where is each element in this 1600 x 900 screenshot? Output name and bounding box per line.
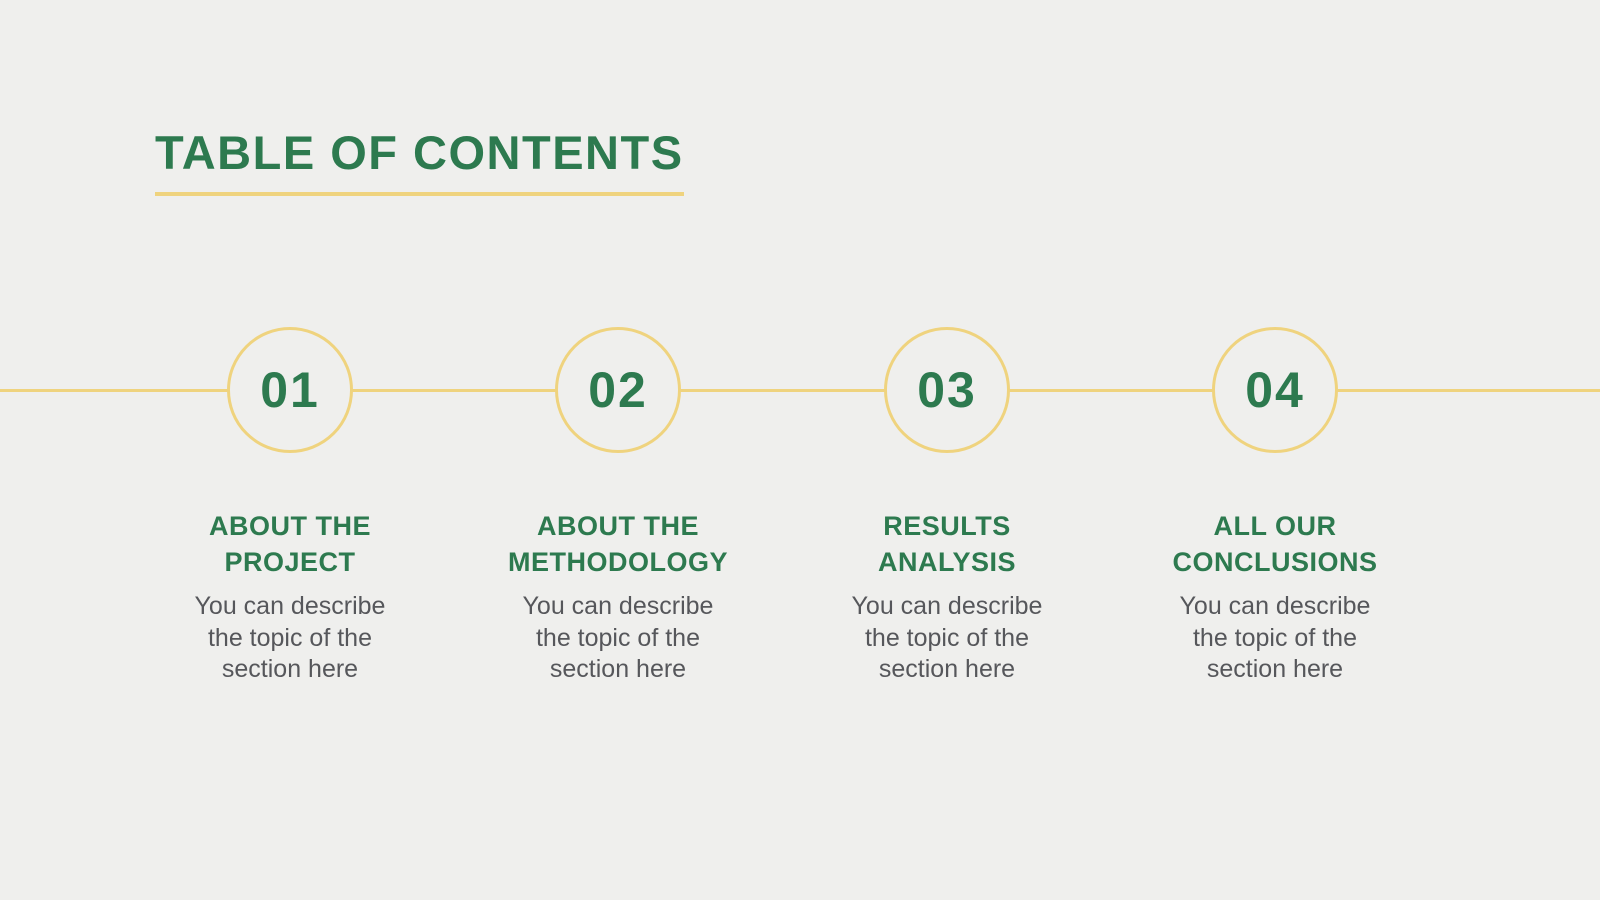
section-1-desc-line-1: You can describe — [194, 591, 386, 620]
section-1-desc-line-2: the topic of the — [207, 623, 372, 652]
section-1-title: ABOUT THE PROJECT — [140, 508, 440, 581]
section-2-desc-line-2: the topic of the — [535, 623, 700, 652]
section-2-title: ABOUT THE METHODOLOGY — [468, 508, 768, 581]
section-2-title-line-1: ABOUT THE — [537, 511, 699, 541]
section-3-desc-line-1: You can describe — [851, 591, 1043, 620]
section-1-number: 01 — [260, 362, 320, 418]
section-3-title: RESULTS ANALYSIS — [797, 508, 1097, 581]
section-2-description: You can describe the topic of the sectio… — [468, 591, 768, 686]
section-4-desc-line-1: You can describe — [1179, 591, 1371, 620]
section-column-3: 03 RESULTS ANALYSIS You can describe the… — [797, 327, 1097, 686]
section-2-desc-line-3: section here — [549, 655, 687, 684]
section-2-circle: 02 — [555, 327, 681, 453]
section-3-number: 03 — [917, 362, 977, 418]
section-1-title-line-2: PROJECT — [224, 547, 356, 578]
section-3-description: You can describe the topic of the sectio… — [797, 591, 1097, 686]
section-3-circle: 03 — [884, 327, 1010, 453]
section-2-desc-line-1: You can describe — [522, 591, 714, 620]
section-4-number: 04 — [1245, 362, 1305, 418]
section-2-title-line-2: METHODOLOGY — [508, 547, 728, 578]
section-3-title-line-1: RESULTS — [883, 511, 1011, 541]
section-3-desc-line-3: section here — [878, 655, 1016, 684]
section-column-2: 02 ABOUT THE METHODOLOGY You can describ… — [468, 327, 768, 686]
section-1-description: You can describe the topic of the sectio… — [140, 591, 440, 686]
section-3-title-line-2: ANALYSIS — [877, 547, 1017, 578]
page-title: TABLE OF CONTENTS — [155, 127, 684, 197]
section-2-number: 02 — [588, 362, 648, 418]
section-4-title-line-2: CONCLUSIONS — [1172, 547, 1378, 578]
section-column-4: 04 ALL OUR CONCLUSIONS You can describe … — [1125, 327, 1425, 686]
section-4-title: ALL OUR CONCLUSIONS — [1125, 508, 1425, 581]
section-1-title-line-1: ABOUT THE — [209, 511, 371, 541]
section-4-desc-line-3: section here — [1206, 655, 1344, 684]
section-column-1: 01 ABOUT THE PROJECT You can describe th… — [140, 327, 440, 686]
timeline-line — [0, 389, 1600, 392]
section-4-title-line-1: ALL OUR — [1213, 511, 1337, 541]
section-4-desc-line-2: the topic of the — [1192, 623, 1357, 652]
section-4-circle: 04 — [1212, 327, 1338, 453]
section-3-desc-line-2: the topic of the — [864, 623, 1029, 652]
section-1-circle: 01 — [227, 327, 353, 453]
section-1-desc-line-3: section here — [221, 655, 359, 684]
section-4-description: You can describe the topic of the sectio… — [1125, 591, 1425, 686]
